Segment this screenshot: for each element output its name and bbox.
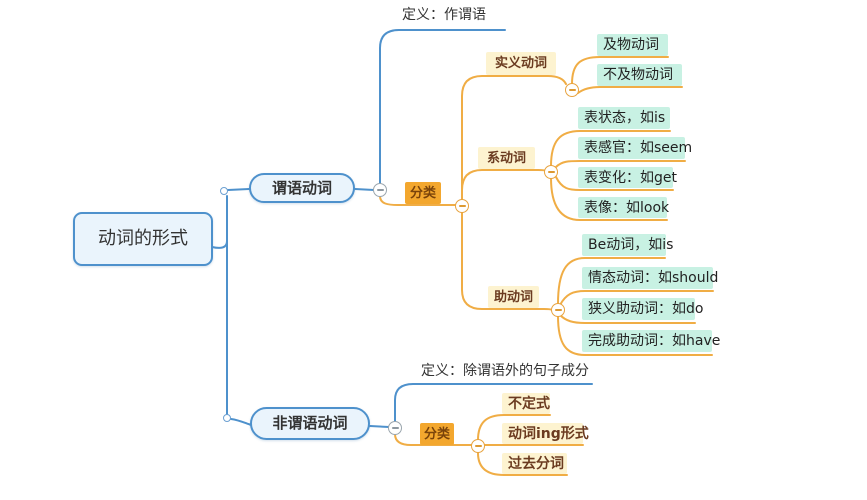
node-non-predicate-definition[interactable]: 定义：除谓语外的句子成分 — [421, 363, 589, 379]
connector-linking-change — [555, 176, 674, 191]
node-linking-look[interactable]: 表像：如look — [578, 197, 669, 218]
minus-icon — [474, 445, 482, 447]
connector-non-predicate-collapse — [369, 425, 390, 428]
junction-dot-bottom — [223, 414, 231, 422]
tag-predicate-classify[interactable]: 分类 — [405, 182, 441, 204]
connector-predicate-classify — [379, 195, 457, 206]
node-intransitive-verb[interactable]: 不及物动词 — [597, 64, 682, 86]
node-notional-verb[interactable]: 实义动词 — [486, 52, 556, 75]
connector-aux-be — [557, 257, 666, 305]
collapse-button-predicate[interactable] — [373, 183, 387, 197]
collapse-button-classify-bottom[interactable] — [471, 439, 485, 453]
connector-aux-narrow — [559, 314, 696, 324]
connector-classify-linking — [461, 169, 547, 201]
connector-linking-sense — [555, 160, 686, 168]
node-linking-sense[interactable]: 表感官：如seem — [578, 137, 692, 159]
collapse-button-non-predicate[interactable] — [388, 421, 402, 435]
node-transitive-verb[interactable]: 及物动词 — [597, 34, 668, 56]
connector-notional-transitive — [571, 56, 669, 85]
node-predicate-verb[interactable]: 谓语动词 — [249, 173, 355, 203]
connector-predicate-collapse — [354, 188, 375, 191]
node-non-predicate-verb[interactable]: 非谓语动词 — [250, 407, 370, 440]
connector-non-predicate-classify — [394, 433, 473, 446]
collapse-button-auxiliary[interactable] — [551, 303, 565, 317]
connector-trunk-predicate — [227, 188, 250, 191]
connector-aux-modal — [559, 290, 714, 306]
connector-trunk-non-predicate — [230, 418, 252, 426]
collapse-button-notional[interactable] — [565, 83, 579, 97]
connector-classify-notional — [461, 75, 567, 201]
minus-icon — [547, 171, 555, 173]
node-auxiliary-verb[interactable]: 助动词 — [488, 286, 539, 308]
node-aux-narrow[interactable]: 狭义助动词：如do — [582, 298, 703, 320]
connector-classify-past-participle — [477, 452, 568, 476]
minus-icon — [554, 309, 562, 311]
collapse-button-linking[interactable] — [544, 165, 558, 179]
connector-classify-infinitive — [477, 414, 551, 441]
node-linking-state[interactable]: 表状态，如is — [578, 107, 670, 129]
node-linking-change[interactable]: 表变化：如get — [578, 167, 677, 188]
node-infinitive[interactable]: 不定式 — [502, 393, 550, 414]
node-aux-be[interactable]: Be动词，如is — [582, 234, 673, 256]
connector-non-predicate-definition — [394, 383, 593, 423]
node-ving-form[interactable]: 动词ing形式 — [502, 423, 589, 444]
minus-icon — [391, 427, 399, 429]
connector-notional-intransitive — [577, 86, 683, 94]
tag-non-predicate-classify[interactable]: 分类 — [420, 423, 454, 445]
node-predicate-definition[interactable]: 定义：作谓语 — [402, 7, 486, 23]
node-aux-modal[interactable]: 情态动词：如should — [582, 267, 718, 289]
connector-linking-look — [550, 177, 668, 221]
minus-icon — [568, 89, 576, 91]
connector-root-trunk — [211, 195, 228, 415]
connector-linking-state — [550, 130, 671, 167]
collapse-button-classify-top[interactable] — [455, 199, 469, 213]
connector-aux-perfect — [557, 315, 713, 356]
connector-predicate-definition — [379, 29, 506, 185]
minus-icon — [458, 205, 466, 207]
minus-icon — [376, 189, 384, 191]
node-linking-verb[interactable]: 系动词 — [478, 147, 535, 169]
node-aux-perfect[interactable]: 完成助动词：如have — [582, 330, 720, 352]
node-root[interactable]: 动词的形式 — [73, 212, 213, 266]
node-past-participle[interactable]: 过去分词 — [502, 453, 567, 474]
connector-classify-auxiliary — [461, 212, 553, 311]
junction-dot-top — [220, 187, 228, 195]
